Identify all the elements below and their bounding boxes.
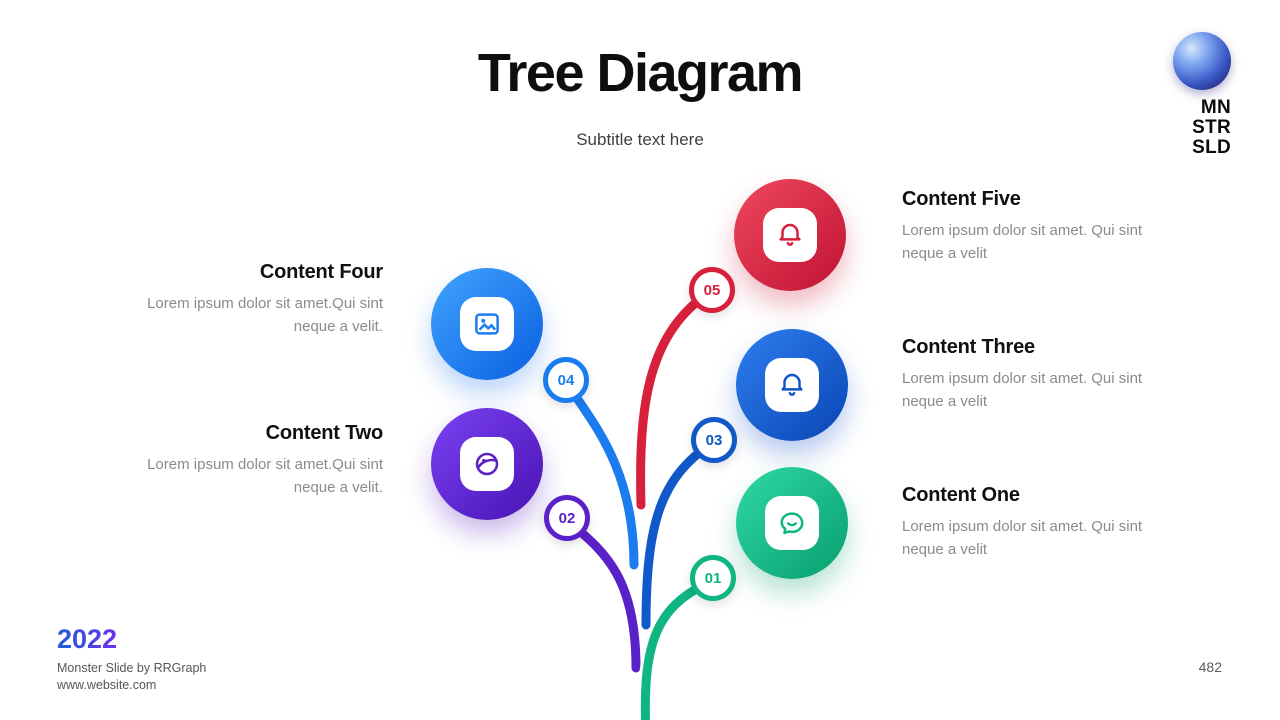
node-circle-4 (431, 268, 543, 380)
footer-website: www.website.com (57, 678, 157, 692)
content-title: Content Three (902, 336, 1035, 358)
content-block-three: Content Three Lorem ipsum dolor sit amet… (902, 336, 1170, 414)
subtitle: Subtitle text here (576, 130, 704, 149)
bell-icon (781, 373, 803, 396)
content-body: Lorem ipsum dolor sit amet.Qui sint nequ… (147, 456, 383, 496)
node-circle-3 (736, 329, 848, 441)
node-badge-03: 03 (691, 417, 737, 463)
footer-year: 2022 (57, 624, 118, 654)
content-body: Lorem ipsum dolor sit amet. Qui sint neq… (902, 518, 1143, 558)
content-block-one: Content One Lorem ipsum dolor sit amet. … (902, 484, 1170, 562)
logo-text: MN STR SLD (1171, 98, 1231, 158)
node-badge-04: 04 (543, 357, 589, 403)
page-title: Tree Diagram (477, 43, 804, 103)
node-icon-tile (460, 437, 514, 491)
content-title: Content Two (265, 422, 384, 444)
content-body: Lorem ipsum dolor sit amet. Qui sint neq… (902, 222, 1143, 262)
content-block-four: Content Four Lorem ipsum dolor sit amet.… (118, 261, 383, 339)
brand-logo: MN STR SLD (1171, 32, 1231, 158)
content-block-two: Content Two Lorem ipsum dolor sit amet.Q… (118, 422, 383, 500)
node-icon-tile (763, 208, 817, 262)
node-badge-02: 02 (544, 495, 590, 541)
node-icon-tile (765, 496, 819, 550)
content-title: Content One (902, 484, 1020, 506)
sphere-logo-icon (1173, 32, 1231, 90)
node-circle-5 (734, 179, 846, 291)
content-title: Content Four (259, 261, 383, 283)
chat-icon (780, 512, 804, 535)
content-block-five: Content Five Lorem ipsum dolor sit amet.… (902, 188, 1170, 266)
node-circle-2 (431, 408, 543, 520)
page-number: 482 (1198, 659, 1222, 675)
content-body: Lorem ipsum dolor sit amet. Qui sint neq… (902, 370, 1143, 410)
content-body: Lorem ipsum dolor sit amet.Qui sint nequ… (147, 295, 383, 335)
globe-icon (475, 452, 499, 476)
footer-credit: Monster Slide by RRGraph (57, 661, 207, 675)
logo-line: SLD (1192, 136, 1231, 158)
node-badge-01: 01 (690, 555, 736, 601)
content-title: Content Five (902, 188, 1021, 210)
logo-line: MN (1200, 97, 1231, 118)
node-icon-tile (460, 297, 514, 351)
logo-line: STR (1192, 116, 1231, 138)
node-badge-05: 05 (689, 267, 735, 313)
node-circle-1 (736, 467, 848, 579)
bell-icon (779, 223, 801, 246)
image-icon (475, 313, 499, 335)
node-icon-tile (765, 358, 819, 412)
